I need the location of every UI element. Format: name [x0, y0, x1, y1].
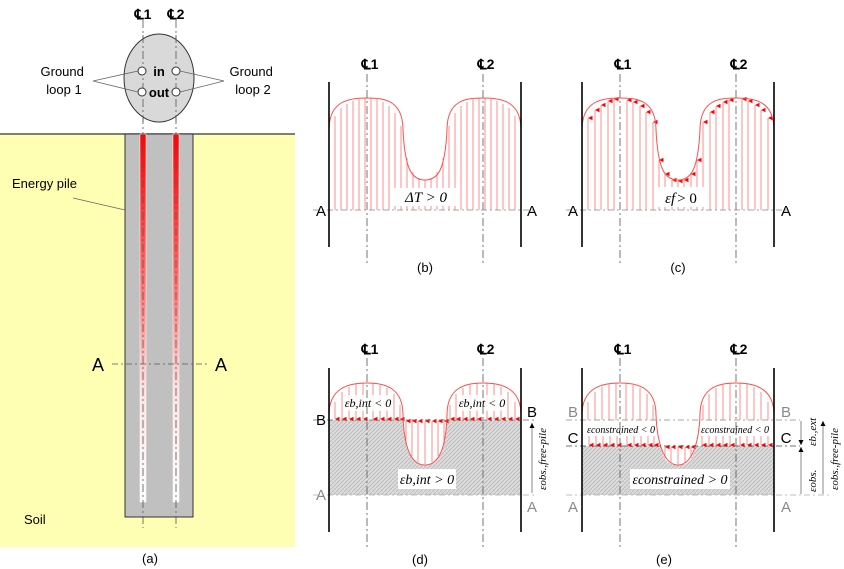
label-soil: Soil — [24, 512, 46, 527]
expr-delta-t: ΔT > 0 — [404, 190, 447, 206]
expr-bg — [392, 188, 460, 206]
label-cl1: ℄1 — [361, 341, 379, 357]
label-a-left: A — [568, 499, 578, 516]
expr-bottom: εconstrained > 0 — [632, 473, 727, 488]
energy-pile — [124, 133, 194, 518]
pipe-1 — [139, 133, 147, 503]
label-cl2: ℄2 — [730, 56, 748, 72]
label-cl2: ℄2 — [477, 341, 495, 357]
caption-b: (b) — [417, 260, 433, 275]
label-b-right: B — [781, 404, 791, 421]
expr-right-bg — [703, 423, 767, 436]
dim-obs-label: εobs. — [807, 470, 819, 492]
arch-lines — [587, 383, 769, 420]
panel-a: in out Ground loop 1 Ground loop 2 ℄1 ℄2… — [0, 6, 295, 566]
blocked-strain-arrows-up — [405, 418, 449, 464]
label-b-left: B — [568, 404, 578, 421]
label-cl1: ℄1 — [361, 56, 379, 72]
caption-e: (e) — [656, 552, 672, 567]
label-energy-pile: Energy pile — [12, 176, 77, 191]
label-cl1: ℄1 — [614, 56, 632, 72]
expr-left-bg — [589, 423, 653, 436]
label-section-a-right: A — [215, 355, 227, 375]
strain-curve — [328, 382, 522, 466]
expr-right-bg — [458, 395, 506, 411]
expr-bg — [657, 187, 707, 207]
pipe-out-1 — [137, 87, 147, 97]
panel-d: εb,int < 0 εb,int < 0 εb,int > 0 εobs.,f… — [313, 341, 549, 567]
label-c-right: C — [781, 430, 792, 447]
label-ground-loop-1: Ground loop 1 — [41, 64, 88, 97]
pipe-2 — [172, 133, 180, 503]
label-a-right: A — [527, 499, 537, 516]
expr-left: εconstrained < 0 — [587, 425, 655, 436]
label-b-right: B — [527, 404, 537, 421]
label-cl2: ℄2 — [477, 56, 495, 72]
dimension-label: εobs.,free-pile — [537, 428, 549, 490]
pipe-in-1 — [137, 66, 147, 76]
expr-left-bg — [344, 395, 392, 411]
label-cl1: ℄1 — [134, 6, 152, 22]
pile-head — [123, 33, 195, 123]
label-cl2: ℄2 — [167, 6, 185, 22]
label-c-left: C — [568, 430, 579, 447]
label-a-right: A — [781, 499, 791, 516]
label-a-right: A — [527, 203, 537, 220]
free-strain-curve — [581, 97, 775, 181]
caption-a: (a) — [142, 551, 158, 566]
panel-c: εf> 0 ℄1 ℄2 A A (c) — [566, 56, 791, 275]
label-cl1: ℄1 — [614, 341, 632, 357]
constrained-strain-arrows-down — [588, 436, 773, 448]
label-a-left: A — [316, 203, 326, 220]
expr-bottom: εb,int > 0 — [400, 473, 454, 488]
caption-d: (d) — [412, 552, 428, 567]
expr-eps-f: εf> 0 — [665, 191, 697, 207]
label-cl2: ℄2 — [730, 341, 748, 357]
strain-curve — [581, 382, 775, 466]
temperature-profile — [334, 98, 516, 210]
temperature-curve — [328, 97, 522, 181]
panel-b: ΔT > 0 ℄1 ℄2 A A (b) — [313, 56, 537, 275]
expr-right: εb,int < 0 — [459, 396, 506, 410]
label-section-a-left: A — [92, 355, 104, 375]
label-out: out — [149, 85, 170, 100]
pipe-out-2 — [171, 87, 181, 97]
label-a-left: A — [568, 203, 578, 220]
label-a-right: A — [781, 203, 791, 220]
label-in: in — [153, 64, 165, 79]
caption-c: (c) — [670, 260, 685, 275]
expr-bottom-bg — [398, 469, 456, 489]
panel-e: εconstrained < 0 εconstrained < 0 εconst… — [566, 341, 841, 567]
pipe-in-2 — [171, 66, 181, 76]
expr-left: εb,int < 0 — [345, 396, 392, 410]
dim-free-label: εobs.,free-pile — [829, 428, 841, 490]
label-a-left: A — [316, 487, 326, 504]
expr-right: εconstrained < 0 — [701, 425, 769, 436]
dim-ext-label: εb.,ext — [807, 417, 819, 446]
expr-bottom-bg — [630, 469, 730, 489]
label-ground-loop-2: Ground loop 2 — [230, 64, 277, 97]
free-strain-arrows — [587, 96, 773, 210]
label-b-left: B — [316, 412, 326, 429]
